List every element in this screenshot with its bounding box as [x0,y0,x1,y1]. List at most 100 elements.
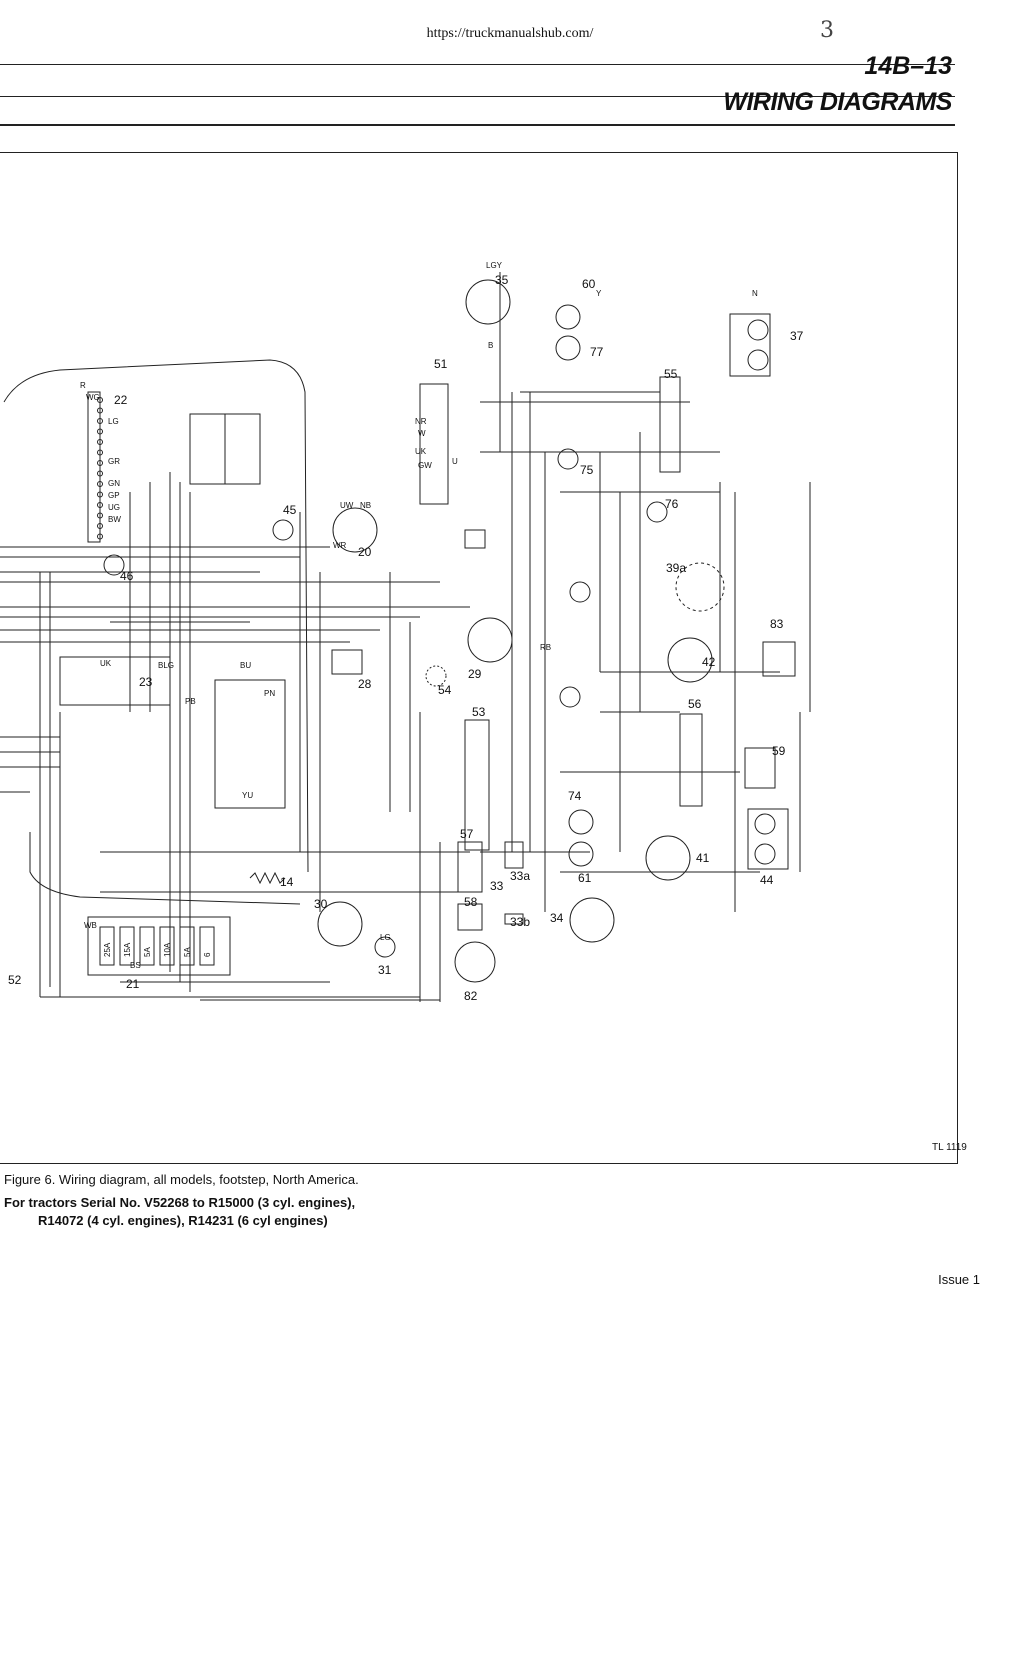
wire-code-label: UK [100,659,112,668]
component-label-21: 21 [126,977,140,991]
component-75 [557,448,579,470]
serial-caption: For tractors Serial No. V52268 to R15000… [4,1194,355,1230]
wire-code-label: LG [380,933,391,942]
connector-55 [659,376,681,473]
component-label-23: 23 [139,675,153,689]
component-29 [467,617,513,663]
component-44 [747,808,789,870]
component-label-55: 55 [664,367,678,381]
fuse-rating: 25A [103,942,112,957]
component-label-34: 34 [550,911,564,925]
cab-outline [3,359,309,873]
component-83 [762,641,796,677]
diagram-frame [0,152,958,1164]
fuse [119,926,135,966]
connector-22-pin [97,533,103,540]
fuse-rating: 15A [123,942,132,957]
component-42 [667,637,713,683]
component-label-61: 61 [578,871,592,885]
component-label-54: 54 [438,683,452,697]
figure-caption: Figure 6. Wiring diagram, all models, fo… [4,1172,359,1187]
source-url: https://truckmanualshub.com/ [426,26,594,41]
wire-code-label: U [452,457,458,466]
connector-22-pin [97,502,103,508]
fuse-rating: 5A [183,947,192,957]
fuse-rating: 5A [143,947,152,957]
lamp-77 [555,335,581,361]
connector-22-pin [97,512,103,519]
connector-58 [457,903,483,931]
component-28 [331,649,363,675]
wire-code-label: BW [108,515,121,524]
component-label-51: 51 [434,357,448,371]
wire-code-label: WR [333,541,347,550]
wire-code-label: GR [108,457,120,466]
component-41 [645,835,691,881]
component-59 [744,747,776,789]
component-30 [317,901,363,947]
component-label-46: 46 [120,569,134,583]
component-label-28: 28 [358,677,372,691]
component-46 [103,554,125,576]
component-label-33a: 33a [510,869,530,883]
component-label-35: 35 [495,273,509,287]
component-45b [559,686,581,708]
wire-code-label: GW [418,461,432,470]
component-76b [569,581,591,603]
component-label-31: 31 [378,963,392,977]
resistor-14 [249,871,286,885]
connector-22 [87,391,101,543]
wire-code-label: WG [86,393,100,402]
wire-code-label: BLG [158,661,174,670]
component-label-56: 56 [688,697,702,711]
connector-22-pin [97,439,103,445]
header-rule-mid [0,96,955,97]
wire-code-label: RB [540,643,551,652]
component-label-53: 53 [472,705,486,719]
component-label-33: 33 [490,879,504,893]
fuse [159,926,175,966]
component-label-30: 30 [314,897,328,911]
component-76a [646,501,668,523]
component-label-20: 20 [358,545,372,559]
cab-outline-lower [29,832,301,905]
component-34 [569,897,615,943]
component-label-14: 14 [280,875,294,889]
wire-code-label: PN [264,689,275,698]
component-82 [454,941,496,983]
page-number: 14B–13 [864,52,952,80]
connector-22-pin [97,418,103,424]
component-label-58: 58 [464,895,478,909]
wire-code-label: BS [130,961,141,970]
component-label-29: 29 [468,667,482,681]
wire-code-label: UK [415,447,427,456]
wire-code-label: GN [108,479,120,488]
connector-22-pin [97,449,103,456]
connector-22-pin [97,470,103,477]
connector-22-pin [97,523,103,529]
connector-51 [419,383,449,505]
component-label-42: 42 [702,655,716,669]
connector-22-pin [97,460,103,466]
component-label-59: 59 [772,744,786,758]
wire-code-label: LGY [486,261,503,270]
component-label-52: 52 [8,973,22,987]
component-label-74: 74 [568,789,582,803]
header-rule-bottom [0,124,955,126]
component-label-60: 60 [582,277,596,291]
wire-code-label: NR [415,417,427,426]
relay-block [214,679,286,809]
wire-code-label: NB [360,501,371,510]
lamp-37 [729,313,771,377]
serial-line-1: For tractors Serial No. V52268 to R15000… [4,1195,356,1210]
connector-22-pin [97,407,103,414]
fuse [99,926,115,966]
component-small [464,529,486,549]
fuse-rating: 10A [163,942,172,957]
wire-code-label: LG [108,417,119,426]
wire-code-label: B [488,341,493,350]
component-label-33b: 33b [510,915,530,929]
wire-code-label: WB [84,921,97,930]
lamp-35 [465,279,511,325]
